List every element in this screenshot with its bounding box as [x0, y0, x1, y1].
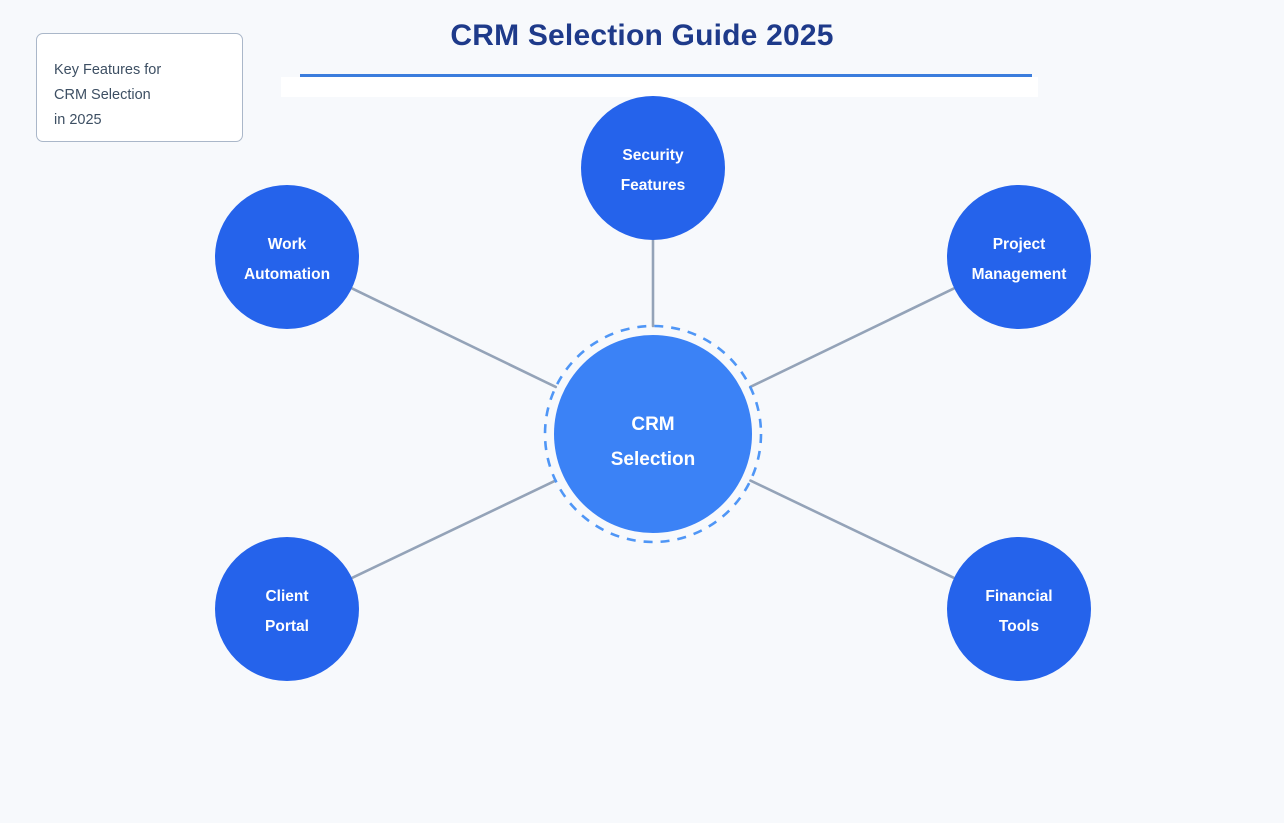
node-label-financial-tools-line2: Tools	[999, 618, 1039, 635]
center-node-label-line2: Selection	[611, 449, 695, 470]
key-features-box: Key Features for CRM Selection in 2025	[36, 33, 243, 142]
key-features-text: Key Features for CRM Selection in 2025	[54, 62, 162, 128]
node-label-security-features-line1: Security	[622, 147, 684, 164]
node-work-automation[interactable]	[215, 185, 359, 329]
page-title: CRM Selection Guide 2025	[450, 19, 834, 52]
node-label-work-automation-line1: Work	[268, 236, 307, 253]
node-label-client-portal-line1: Client	[265, 588, 308, 605]
node-financial-tools[interactable]	[947, 537, 1091, 681]
connector-financial-tools	[749, 479, 956, 580]
title-underline-rule	[300, 74, 1032, 77]
node-project-management[interactable]	[947, 185, 1091, 329]
node-label-project-management-line1: Project	[993, 236, 1046, 253]
title-band	[281, 77, 1038, 97]
node-label-financial-tools-line1: Financial	[985, 588, 1052, 605]
connector-lines	[350, 238, 956, 580]
center-node-label-line1: CRM	[631, 414, 674, 435]
node-label-work-automation-line2: Automation	[244, 266, 330, 283]
connector-project-management	[748, 287, 956, 389]
node-label-project-management-line2: Management	[972, 266, 1067, 283]
node-label-security-features-line2: Features	[621, 177, 686, 194]
node-label-client-portal-line2: Portal	[265, 618, 309, 635]
center-node-dashed-ring	[543, 324, 763, 544]
node-group: CRM Selection SecurityFeaturesWorkAutomati…	[215, 96, 1091, 681]
node-security-features[interactable]	[581, 96, 725, 240]
connector-client-portal	[350, 479, 557, 580]
center-node-crm-selection[interactable]	[554, 335, 752, 533]
node-client-portal[interactable]	[215, 537, 359, 681]
connector-work-automation	[350, 287, 558, 389]
